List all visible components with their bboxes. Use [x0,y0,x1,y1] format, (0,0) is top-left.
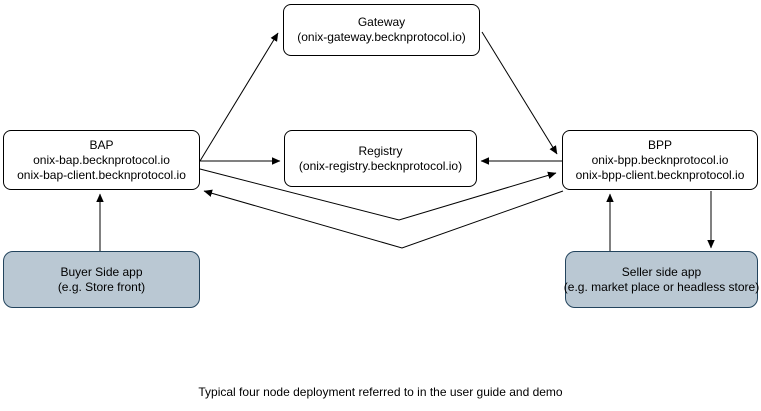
bap-host: onix-bap.becknprotocol.io [33,152,170,167]
bap-client-host: onix-bap-client.becknprotocol.io [17,167,186,182]
arrow-gateway-to-bpp [481,31,558,155]
registry-host: (onix-registry.becknprotocol.io) [298,158,463,173]
registry-title: Registry [358,143,403,158]
buyer-app-subtitle: (e.g. Store front) [57,279,146,294]
arrow-bap-to-bpp [199,168,557,221]
node-bap: BAP onix-bap.becknprotocol.io onix-bap-c… [3,130,200,190]
bap-title: BAP [89,137,114,152]
node-buyer-app: Buyer Side app (e.g. Store front) [3,251,200,308]
node-gateway: Gateway (onix-gateway.becknprotocol.io) [283,4,480,56]
gateway-host: (onix-gateway.becknprotocol.io) [297,30,466,44]
bpp-client-host: onix-bpp-client.becknprotocol.io [575,167,745,182]
seller-app-subtitle: (e.g. market place or headless store) [563,279,760,294]
arrow-bap-to-gateway [199,32,279,162]
diagram-caption: Typical four node deployment referred to… [198,385,563,399]
node-bpp: BPP onix-bpp.becknprotocol.io onix-bpp-c… [562,130,758,190]
seller-app-title: Seller side app [621,264,702,279]
buyer-app-title: Buyer Side app [60,264,143,279]
bpp-host: onix-bpp.becknprotocol.io [591,152,729,167]
arrow-bpp-to-bap [203,189,564,249]
node-registry: Registry (onix-registry.becknprotocol.io… [284,130,477,187]
gateway-title: Gateway [357,15,406,29]
node-seller-app: Seller side app (e.g. market place or he… [563,251,760,308]
bpp-title: BPP [647,137,672,152]
